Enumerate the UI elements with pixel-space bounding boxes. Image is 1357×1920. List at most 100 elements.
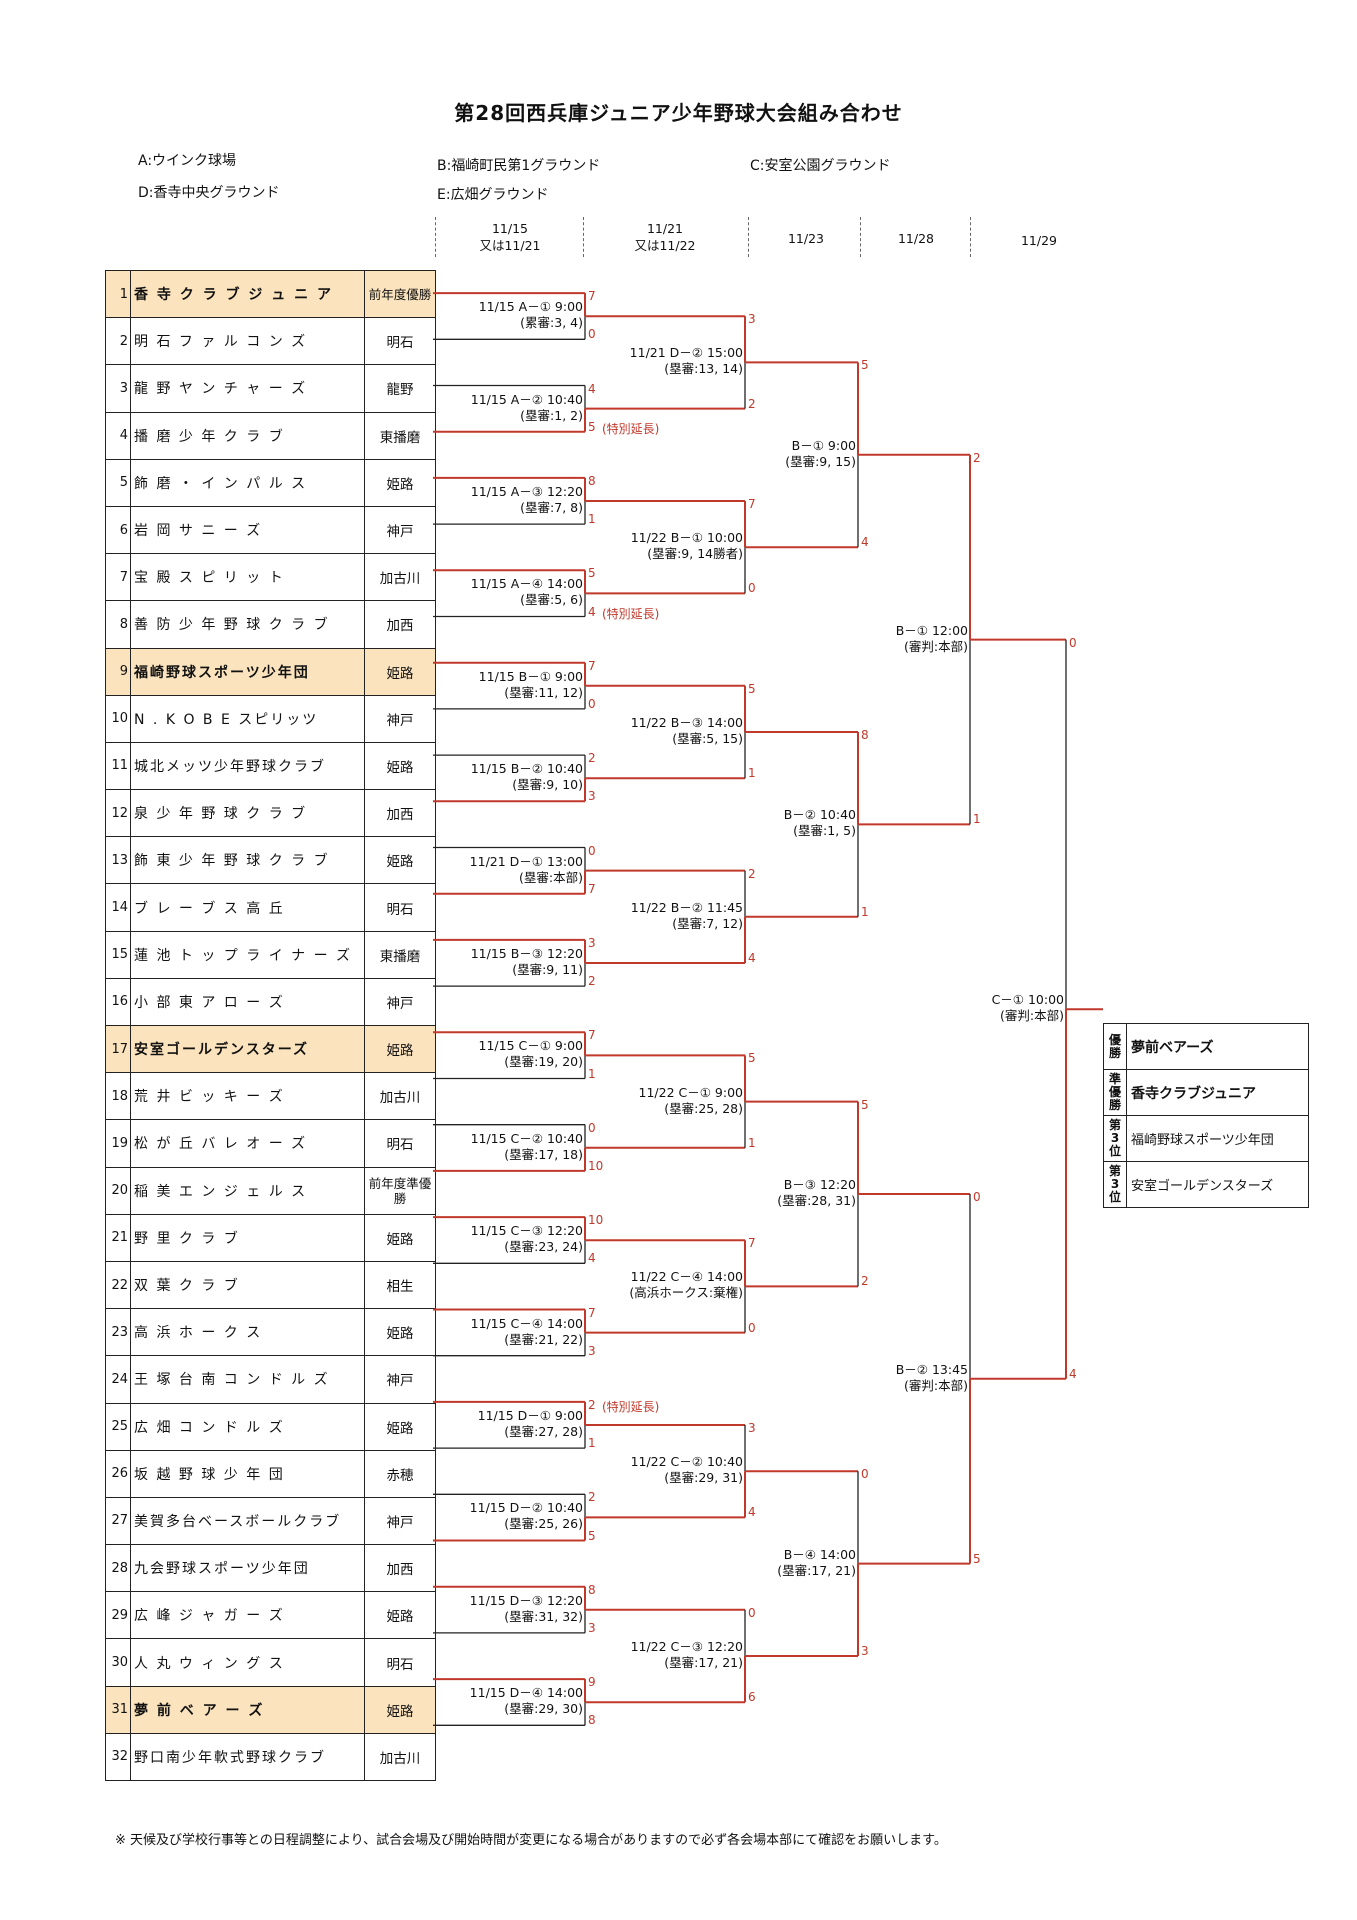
team-region: 神戸	[364, 1496, 436, 1546]
team-region: 神戸	[364, 694, 436, 743]
team-name: 野口南少年軟式野球クラブ	[130, 1732, 365, 1782]
match-umpires: (塁審:31, 32)	[504, 1608, 583, 1624]
match-umpires: (塁審:23, 24)	[504, 1239, 583, 1255]
match-schedule: 11/15 A－① 9:00	[478, 299, 583, 315]
team-region: 加西	[364, 789, 436, 838]
result-row: 準優勝香寺クラブジュニア	[1103, 1069, 1309, 1116]
score-top: 0	[588, 843, 596, 858]
match-schedule: 11/15 D－③ 12:20	[469, 1592, 583, 1608]
team-number: 28	[105, 1544, 131, 1593]
team-number: 11	[105, 741, 131, 791]
score-bottom: 2	[588, 974, 596, 989]
score-top: 5	[588, 566, 596, 581]
match-schedule: B－① 9:00	[791, 437, 856, 453]
score-top: 5	[861, 358, 869, 373]
match-schedule: 11/15 C－④ 14:00	[470, 1315, 583, 1331]
score-bottom: 1	[748, 766, 756, 781]
match-umpires: (塁審:17, 21)	[664, 1655, 743, 1670]
match-schedule: 11/22 C－④ 14:00	[630, 1269, 743, 1285]
match-umpires: (塁審:5, 15)	[672, 731, 743, 746]
match-schedule: 11/15 B－② 10:40	[470, 761, 583, 777]
score-bottom: 4	[588, 1251, 596, 1266]
team-number: 21	[105, 1213, 131, 1262]
match-info: 11/15 D－① 9:00(塁審:27, 28)	[478, 1408, 583, 1440]
score-bottom: 3	[588, 789, 596, 804]
match-umpires: (累審:3, 4)	[520, 315, 583, 331]
score-bottom: 1	[588, 1066, 596, 1081]
score-top: 5	[861, 1097, 869, 1112]
team-number: 1	[105, 269, 131, 319]
team-number: 22	[105, 1260, 131, 1310]
team-region: 神戸	[364, 1355, 436, 1404]
result-rank: 優勝	[1103, 1023, 1127, 1070]
score-top: 7	[588, 1305, 596, 1320]
team-name: 広 峰 ジ ャ ガ ー ズ	[130, 1591, 365, 1640]
match-info: 11/15 B－③ 12:20(塁審:9, 11)	[471, 946, 583, 978]
score-bottom: 2	[748, 396, 756, 411]
team-region: 姫路	[364, 1402, 436, 1451]
score-bottom: 0	[588, 327, 596, 342]
team-name: 九会野球スポーツ少年団	[130, 1544, 365, 1593]
match-schedule: 11/15 B－① 9:00	[478, 668, 583, 684]
team-region: 加古川	[364, 553, 436, 602]
team-name: 蓮 池 ト ッ プ ラ イ ナ ー ズ	[130, 930, 365, 979]
score-bottom: 0	[748, 1320, 756, 1335]
match-umpires: (塁審:1, 2)	[520, 407, 583, 423]
team-number: 13	[105, 836, 131, 885]
match-info: B－③ 12:20(塁審:28, 31)	[777, 1177, 856, 1209]
team-number: 12	[105, 789, 131, 838]
match-info: 11/21 D－① 13:00(塁審:本部)	[470, 854, 583, 886]
team-name: 福崎野球スポーツ少年団	[130, 647, 365, 696]
team-number: 2	[105, 317, 131, 366]
team-name: 人 丸 ウ ィ ン グ ス	[130, 1638, 365, 1687]
match-info: 11/15 C－① 9:00(塁審:19, 20)	[479, 1038, 583, 1070]
score-top: 0	[588, 1120, 596, 1135]
match-umpires: (塁審:17, 21)	[777, 1562, 856, 1578]
match-info: 11/22 C－① 9:00(塁審:25, 28)	[639, 1085, 743, 1117]
score-top: 4	[588, 381, 596, 396]
team-name: 宝 殿 ス ピ リ ッ ト	[130, 553, 365, 602]
footer-note: ※ 天候及び学校行事等との日程調整により、試合会場及び開始時間が変更になる場合が…	[115, 1833, 947, 1848]
score-top: 8	[588, 1582, 596, 1597]
date-header-round3: 11/23	[787, 231, 825, 246]
score-top: 9	[588, 1675, 596, 1690]
match-info: 11/15 D－③ 12:20(塁審:31, 32)	[470, 1593, 583, 1625]
team-name: 飾 磨 ・ イ ン パ ル ス	[130, 458, 365, 507]
match-umpires: (塁審:11, 12)	[504, 684, 583, 700]
result-row: 優勝夢前ベアーズ	[1103, 1023, 1309, 1070]
match-umpires: (塁審:27, 28)	[504, 1424, 583, 1439]
match-umpires: (審判:本部)	[904, 1377, 968, 1393]
team-name: 双 葉 ク ラ ブ	[130, 1260, 365, 1310]
team-name: 坂 越 野 球 少 年 団	[130, 1449, 365, 1498]
match-umpires: (塁審:9, 14勝者)	[647, 546, 743, 562]
match-umpires: (塁審:17, 18)	[504, 1146, 583, 1162]
team-region: 龍野	[364, 364, 436, 413]
team-name: ブ レ ー ブ ス 高 丘	[130, 883, 365, 932]
result-team: 安室ゴールデンスターズ	[1126, 1161, 1309, 1208]
team-name: 小 部 東 ア ロ ー ズ	[130, 977, 365, 1027]
team-region: 加西	[364, 600, 436, 649]
score-bottom: 1	[861, 904, 869, 919]
result-team: 香寺クラブジュニア	[1126, 1069, 1309, 1116]
match-schedule: 11/22 B－③ 14:00	[630, 715, 743, 730]
team-name: 香 寺 ク ラ ブ ジ ュ ニ ア	[130, 269, 365, 319]
score-top: 2	[973, 450, 981, 465]
